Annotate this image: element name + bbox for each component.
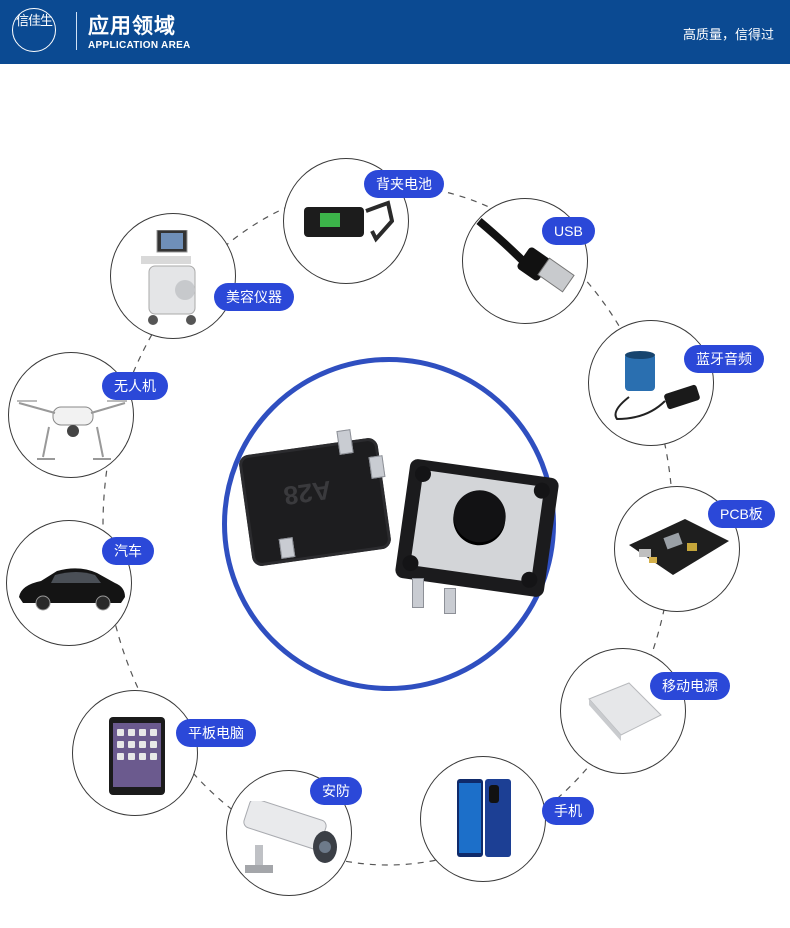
brand-logo: 信佳生 xyxy=(12,8,56,52)
pcb-board-icon xyxy=(629,519,729,575)
switch-post xyxy=(520,570,539,589)
drone-icon xyxy=(17,400,127,460)
app-label-security-camera: 安防 xyxy=(310,777,362,805)
car-icon xyxy=(19,568,125,611)
app-label-usb: USB xyxy=(542,217,595,245)
switch-marking: A28 xyxy=(281,474,334,512)
app-circle-medical-device[interactable] xyxy=(110,213,236,339)
slogan: 高质量，信得过 xyxy=(682,27,774,42)
usb-plug-icon xyxy=(476,217,575,293)
app-label-medical-device: 美容仪器 xyxy=(214,283,294,311)
switch-pin xyxy=(278,537,296,559)
bluetooth-speaker-icon xyxy=(614,351,700,421)
switch-pin xyxy=(412,578,424,608)
app-circle-car[interactable] xyxy=(6,520,132,646)
app-label-drone: 无人机 xyxy=(102,372,168,400)
app-circle-usb[interactable] xyxy=(462,198,588,324)
app-label-smartphone: 手机 xyxy=(542,797,594,825)
app-circle-smartphone[interactable] xyxy=(420,756,546,882)
app-circle-pcb[interactable] xyxy=(614,486,740,612)
header-divider xyxy=(76,12,77,50)
app-label-car: 汽车 xyxy=(102,537,154,565)
app-label-bluetooth-speaker: 蓝牙音频 xyxy=(684,345,764,373)
phone-battery-case-icon xyxy=(304,200,394,243)
brand-logo-text: 信佳生 xyxy=(15,14,53,29)
app-label-pcb: PCB板 xyxy=(708,500,775,528)
app-label-power-bank: 移动电源 xyxy=(650,672,730,700)
smartphone-icon xyxy=(457,779,511,857)
switch-pin xyxy=(368,455,386,479)
tact-switch-top-view xyxy=(394,458,560,598)
section-title: 应用领域 xyxy=(88,15,176,38)
app-circle-power-bank[interactable] xyxy=(560,648,686,774)
header-bar: 信佳生 应用领域 APPLICATION AREA 高质量，信得过 xyxy=(0,0,790,64)
app-label-tablet: 平板电脑 xyxy=(176,719,256,747)
power-bank-icon xyxy=(588,682,662,741)
tablet-icon xyxy=(109,717,165,795)
app-circle-drone[interactable] xyxy=(8,352,134,478)
security-camera-icon xyxy=(243,801,337,873)
app-circle-tablet[interactable] xyxy=(72,690,198,816)
section-subtitle: APPLICATION AREA xyxy=(88,40,191,51)
app-circle-bluetooth-speaker[interactable] xyxy=(588,320,714,446)
medical-device-icon xyxy=(141,230,196,325)
app-label-phone-battery-case: 背夹电池 xyxy=(364,170,444,198)
switch-pin xyxy=(444,588,456,614)
